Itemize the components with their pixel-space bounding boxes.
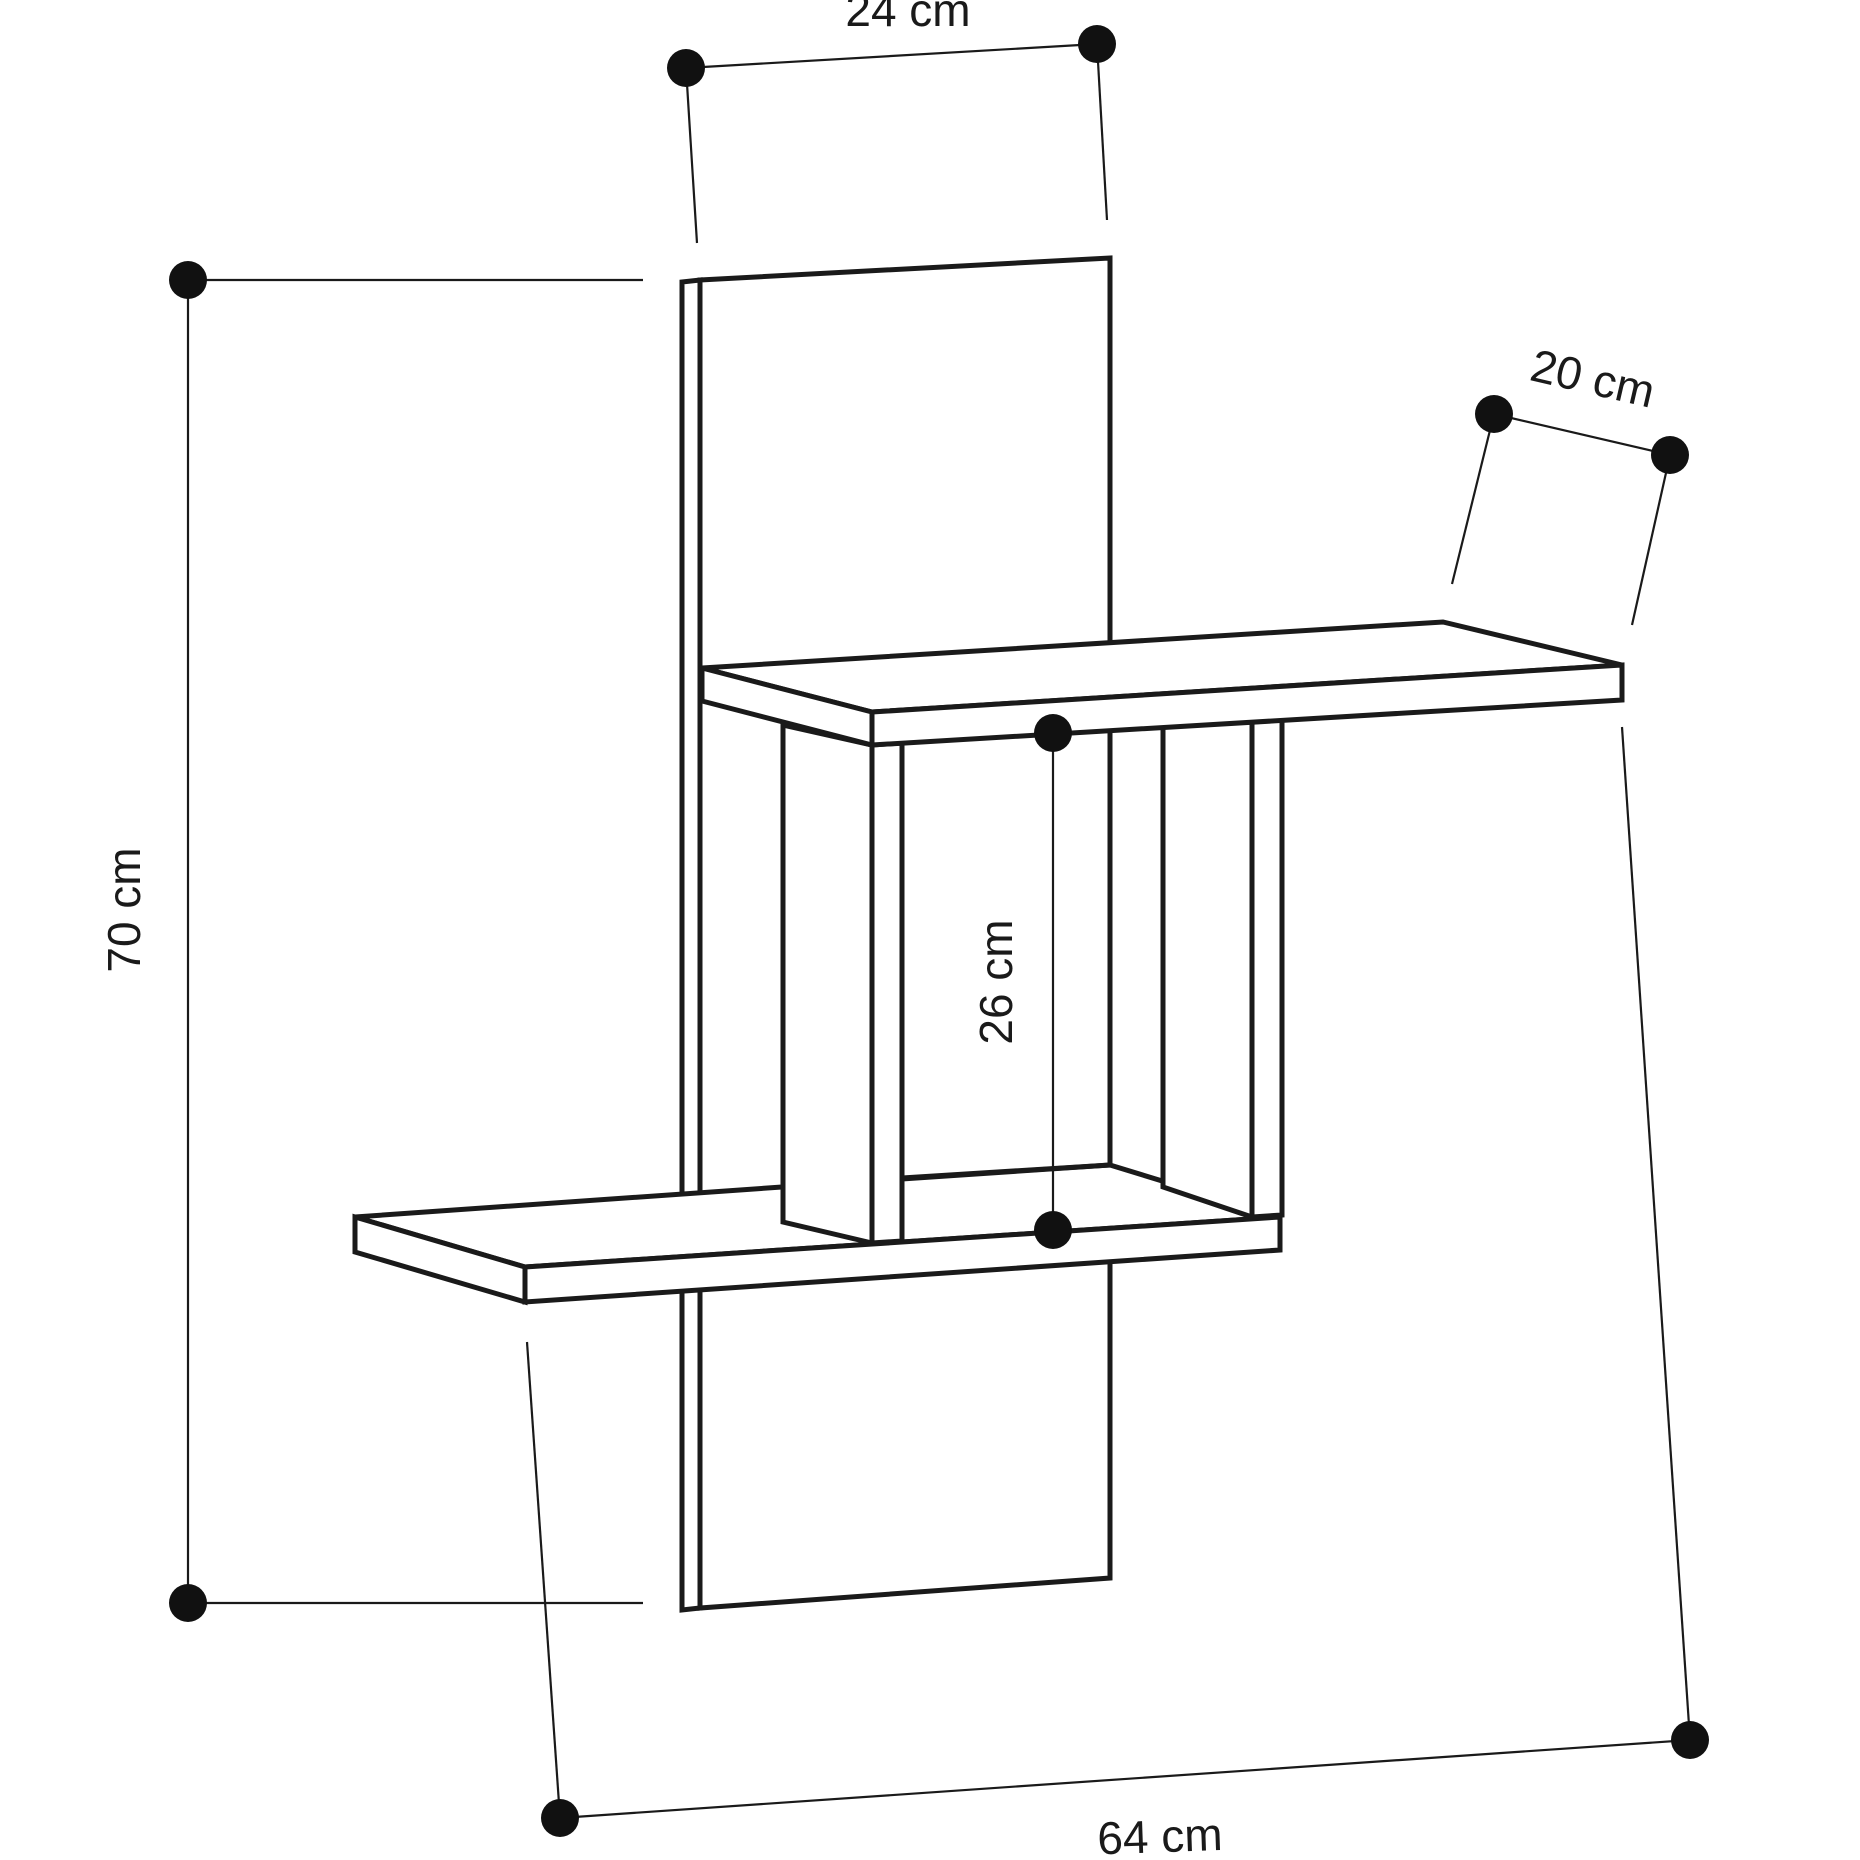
width-dimension-line	[559, 1738, 1691, 1820]
shelf-depth-extension-left	[1450, 413, 1496, 585]
width-endpoint-right	[1671, 1721, 1709, 1759]
width-extension-left	[525, 1341, 562, 1819]
inner-height-endpoint-bottom	[1034, 1211, 1072, 1249]
right-divider	[1160, 717, 1285, 1221]
left-divider-side	[780, 721, 875, 1247]
height-label: 70 cm	[98, 847, 150, 972]
height-endpoint-bottom	[169, 1584, 207, 1622]
depth-label: 24 cm	[845, 0, 970, 36]
dimension-depth: 24 cm	[667, 0, 1116, 244]
shelf-depth-dimension-line	[1493, 412, 1671, 457]
lower-shelf-front-long	[522, 1214, 1283, 1305]
height-endpoint-top	[169, 261, 207, 299]
shelf-depth-label: 20 cm	[1526, 339, 1660, 418]
depth-extension-left	[684, 67, 699, 244]
width-extension-right	[1620, 726, 1692, 1741]
dimension-width: 64 cm	[525, 726, 1709, 1860]
depth-endpoint-left	[667, 49, 705, 87]
upper-shelf	[699, 619, 1625, 749]
depth-extension-right	[1095, 43, 1109, 221]
shelf-depth-extension-right	[1630, 454, 1672, 626]
left-divider-front	[869, 740, 905, 1246]
inner-height-endpoint-top	[1034, 714, 1072, 752]
dimension-shelf-depth: 20 cm	[1450, 339, 1689, 626]
back-panel-side	[679, 277, 703, 1613]
right-divider-front	[1249, 717, 1285, 1220]
dimension-inner-height: 26 cm	[970, 714, 1072, 1249]
shelf-depth-endpoint-left	[1475, 395, 1513, 433]
depth-dimension-line	[685, 42, 1098, 70]
depth-endpoint-right	[1078, 25, 1116, 63]
shelf-depth-endpoint-right	[1651, 436, 1689, 474]
width-label: 64 cm	[1096, 1808, 1223, 1860]
inner-height-label: 26 cm	[970, 919, 1022, 1044]
width-endpoint-left	[541, 1799, 579, 1837]
inner-back-edge	[901, 1162, 1111, 1181]
left-divider	[780, 721, 905, 1247]
dimension-height: 70 cm	[98, 261, 643, 1622]
right-divider-side	[1160, 719, 1255, 1221]
back-panel-face	[697, 255, 1113, 1611]
